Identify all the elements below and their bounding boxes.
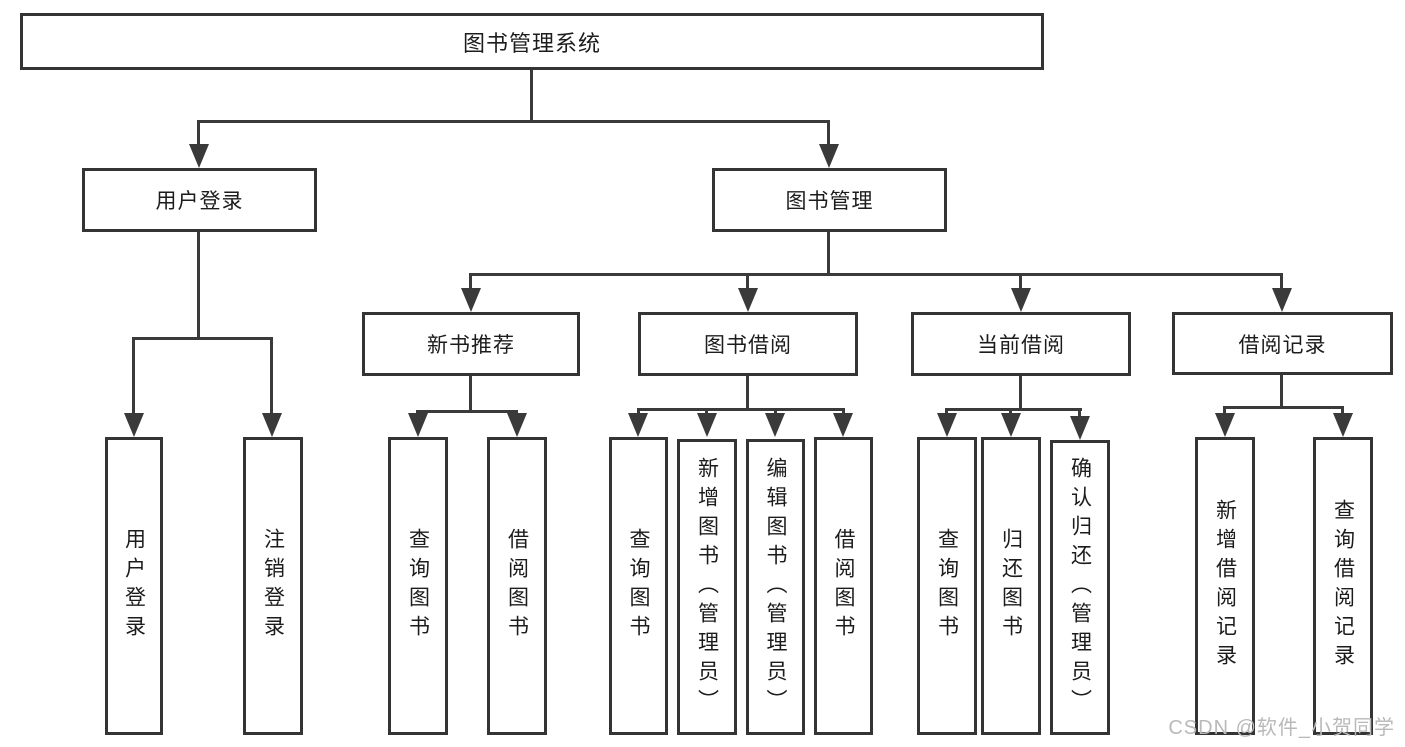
node-new-book-recommend: 新书推荐 [362,312,580,376]
connector-line [1019,376,1022,408]
connector-line [705,408,708,416]
node-label: 图书借阅 [704,334,792,357]
node-leaf-add-borrow-record: 新增借阅记录 [1195,437,1255,735]
connector-line [469,273,472,291]
arrow-down-icon [262,413,282,437]
connector-line [842,408,845,416]
node-label: 借阅图书 [832,528,855,644]
connector-line [416,410,518,413]
connector-line [1280,375,1283,406]
node-label: 归还图书 [999,528,1023,644]
connector-line [746,273,749,291]
connector-line [270,337,273,417]
node-leaf-add-books-admin: 新增图书（管理员） [677,439,737,735]
node-label: 确认归还（管理员） [1068,457,1092,718]
node-leaf-logout: 注销登录 [243,437,303,735]
connector-line [945,408,948,416]
connector-line [827,232,830,273]
arrow-down-icon [937,413,957,437]
arrow-down-icon [833,413,853,437]
node-label: 新增借阅记录 [1213,499,1237,673]
arrow-down-icon [819,144,839,168]
node-current-borrowing: 当前借阅 [911,312,1131,376]
connector-line [637,408,640,416]
node-leaf-confirm-return-admin: 确认归还（管理员） [1050,440,1110,735]
node-label: 查询图书 [406,528,430,644]
connector-line [197,120,200,148]
connector-line [1009,408,1012,416]
node-leaf-query-books-current: 查询图书 [917,437,977,735]
connector-line [1078,408,1081,418]
arrow-down-icon [738,288,758,312]
arrow-down-icon [1001,413,1021,437]
connector-line [132,337,135,417]
node-label: 用户登录 [122,528,146,644]
connector-line [945,408,1082,411]
node-label: 新增图书（管理员） [695,456,719,718]
node-leaf-return-books: 归还图书 [981,437,1041,735]
connector-line [530,70,533,120]
arrow-down-icon [628,413,648,437]
arrow-down-icon [461,288,481,312]
node-label: 查询图书 [627,528,650,644]
node-label: 用户登录 [155,190,244,213]
node-leaf-query-books: 查询图书 [609,437,668,735]
node-label: 图书管理 [785,190,874,213]
node-label: 新书推荐 [427,334,515,357]
node-leaf-edit-books-admin: 编辑图书（管理员） [746,439,805,735]
node-label: 借阅图书 [505,528,529,644]
connector-line [197,120,830,123]
connector-line [197,232,200,337]
node-label: 查询图书 [935,528,959,644]
arrow-down-icon [697,413,717,437]
connector-line [469,273,1283,276]
node-leaf-borrow-books-recommend: 借阅图书 [487,437,547,735]
connector-line [469,376,472,410]
connector-line [1223,406,1344,409]
connector-line [746,376,749,408]
node-label: 当前借阅 [977,334,1065,357]
connector-line [827,120,830,148]
arrow-down-icon [124,413,144,437]
connector-line [1223,406,1226,416]
node-label: 图书管理系统 [462,30,601,56]
arrow-down-icon [507,413,527,437]
node-book-borrowing: 图书借阅 [638,312,858,376]
arrow-down-icon [1070,416,1090,440]
connector-line [774,408,777,416]
node-label: 编辑图书（管理员） [764,456,787,718]
node-leaf-borrow-books: 借阅图书 [814,437,873,735]
connector-line [1280,273,1283,291]
connector-line [637,408,845,411]
arrow-down-icon [189,144,209,168]
arrow-down-icon [408,413,428,437]
node-library-management-system: 图书管理系统 [20,13,1044,70]
node-label: 查询借阅记录 [1331,499,1355,673]
connector-line [1019,273,1022,291]
node-label: 注销登录 [261,528,285,644]
node-leaf-user-login: 用户登录 [105,437,163,735]
arrow-down-icon [1215,413,1235,437]
arrow-down-icon [1011,288,1031,312]
node-label: 借阅记录 [1238,333,1327,357]
arrow-down-icon [1333,413,1353,437]
connector-line [1341,406,1344,416]
connector-line [132,337,273,340]
node-borrowing-records: 借阅记录 [1172,312,1393,375]
node-leaf-query-borrow-record: 查询借阅记录 [1313,437,1373,735]
node-book-management: 图书管理 [712,168,947,232]
csdn-watermark: CSDN @软件_小贺同学 [1168,717,1395,739]
node-leaf-query-books-recommend: 查询图书 [388,437,448,735]
node-user-login: 用户登录 [82,168,317,232]
arrow-down-icon [765,413,785,437]
arrow-down-icon [1272,288,1292,312]
